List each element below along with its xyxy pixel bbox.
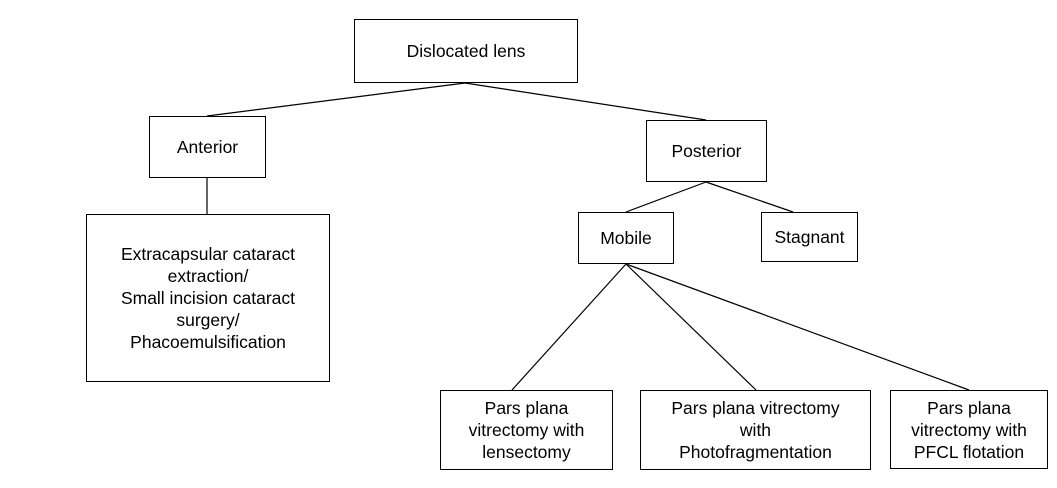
edge-mobile-treatment-3 xyxy=(625,263,970,391)
edge-mobile-treatment-1 xyxy=(511,263,627,391)
node-mobile-treatment-1-label: Pars plana vitrectomy with lensectomy xyxy=(468,398,585,462)
edge-root-anterior xyxy=(206,82,466,117)
node-mobile-label: Mobile xyxy=(600,228,652,248)
node-posterior: Posterior xyxy=(646,120,767,182)
node-anterior-treatment-label: Extracapsular cataract extraction/ Small… xyxy=(120,244,296,352)
edge-posterior-mobile xyxy=(625,181,707,213)
node-anterior-treatment: Extracapsular cataract extraction/ Small… xyxy=(86,214,330,382)
node-stagnant-label: Stagnant xyxy=(774,227,845,247)
edge-mobile-treatment-2 xyxy=(625,263,757,391)
node-mobile-treatment-2-label: Pars plana vitrectomy with Photofragment… xyxy=(671,398,840,462)
node-anterior: Anterior xyxy=(149,116,266,178)
node-dislocated-lens: Dislocated lens xyxy=(354,19,578,83)
node-mobile-treatment-3-label: Pars plana vitrectomy with PFCL flotatio… xyxy=(911,397,1027,462)
node-posterior-label: Posterior xyxy=(671,141,742,161)
node-stagnant: Stagnant xyxy=(761,212,858,262)
edge-posterior-stagnant xyxy=(705,181,794,213)
node-anterior-label: Anterior xyxy=(176,137,239,157)
node-mobile: Mobile xyxy=(578,212,674,264)
node-mobile-treatment-2: Pars plana vitrectomy with Photofragment… xyxy=(640,390,871,470)
node-mobile-treatment-1: Pars plana vitrectomy with lensectomy xyxy=(440,390,613,470)
node-dislocated-lens-label: Dislocated lens xyxy=(406,41,526,61)
edge-root-posterior xyxy=(464,82,707,121)
node-mobile-treatment-3: Pars plana vitrectomy with PFCL flotatio… xyxy=(890,390,1048,469)
